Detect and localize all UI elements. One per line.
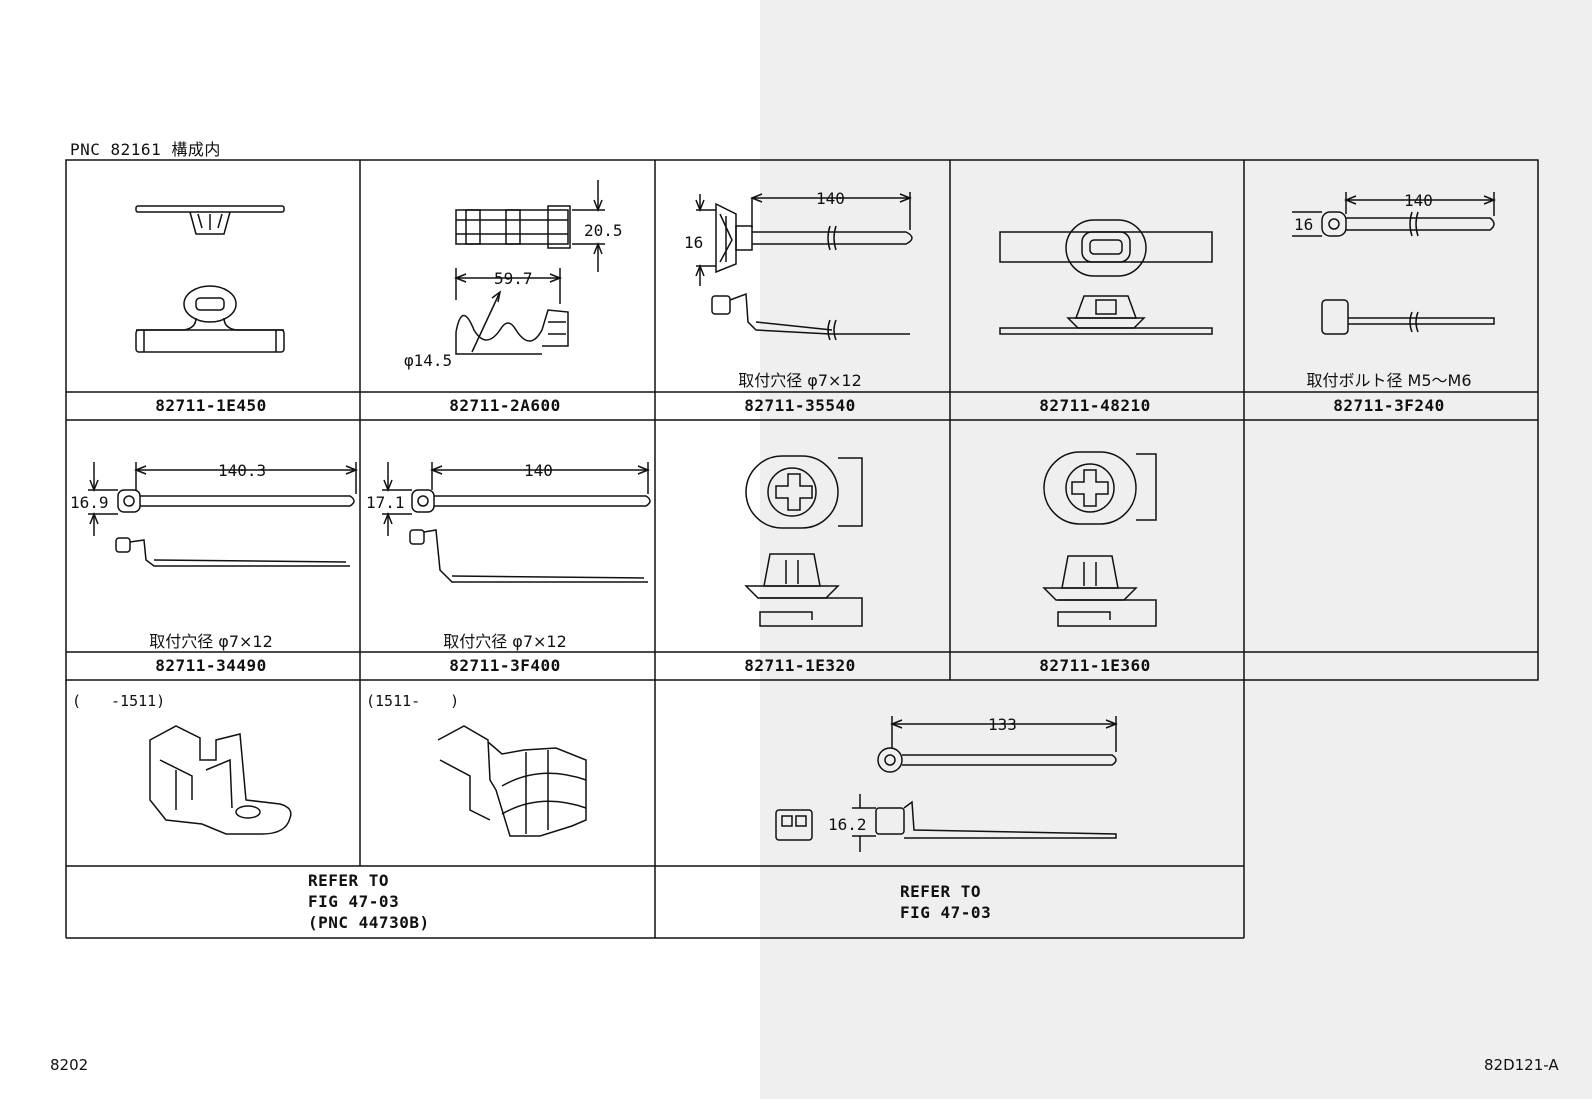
part-no-48210: 82711-48210 [1039,396,1151,415]
tie-3f400-drawing [382,462,651,583]
dim-16-35540: 16 [684,233,703,252]
part-no-35540: 82711-35540 [744,396,856,415]
dim-59-7: 59.7 [494,269,533,288]
dim-17-1-3f400: 17.1 [366,493,405,512]
part-no-1e450: 82711-1E450 [155,396,267,415]
clamp-2a600-drawing [453,180,605,355]
refer-left-line-2: FIG 47-03 [308,892,400,911]
clip-1e360-drawing [1042,451,1157,627]
dim-140-3-34490: 140.3 [218,461,266,480]
footer-figure-code: 82D121-A [1484,1056,1559,1074]
dim-140-3f400: 140 [524,461,553,480]
clip-1e320-drawing [744,455,863,627]
refer-left-line-3: (PNC 44730B) [308,913,430,932]
part-drawings [88,180,1497,852]
dim-16-2: 16.2 [828,815,867,834]
refer-right: REFER TO FIG 47-03 [900,881,991,923]
dim-140-35540: 140 [816,189,845,208]
page-background-right [760,0,1592,1099]
tie-35540-drawing [695,192,913,341]
note-3f400: 取付穴径 φ7×12 [443,632,567,651]
range-pre-1511: ( -1511) [72,692,166,710]
refer-left-line-1: REFER TO [308,871,390,890]
dim-20-5: 20.5 [584,221,623,240]
dim-16-9-34490: 16.9 [70,493,109,512]
part-no-1e320: 82711-1E320 [744,656,856,675]
page-background-left [0,0,760,1099]
note-35540: 取付穴径 φ7×12 [738,371,862,390]
refer-right-line-1: REFER TO [900,882,982,901]
dim-133: 133 [988,715,1017,734]
clip-48210-drawing [999,219,1213,335]
refer-right-line-2: FIG 47-03 [900,903,992,922]
part-no-3f240: 82711-3F240 [1333,396,1445,415]
tie-3f240-drawing [1292,192,1497,335]
clip-1e450-drawing [135,205,285,353]
part-no-2a600: 82711-2A600 [449,396,561,415]
note-3f240: 取付ボルト径 M5～M6 [1306,371,1472,390]
range-post-1511: (1511- ) [366,692,460,710]
part-no-34490: 82711-34490 [155,656,267,675]
clamp-pre-1511-drawing [149,725,292,835]
note-34490: 取付穴径 φ7×12 [149,632,273,651]
pnc-header: PNC 82161 構成内 [70,140,221,159]
tie-fig4703-drawing [775,716,1119,852]
tie-34490-drawing [88,462,359,567]
dim-phi-14-5: φ14.5 [404,351,452,370]
footer-page-code: 8202 [50,1056,89,1074]
part-no-3f400: 82711-3F400 [449,656,561,675]
refer-left: REFER TO FIG 47-03 (PNC 44730B) [308,870,430,933]
part-no-1e360: 82711-1E360 [1039,656,1151,675]
dim-140-3f240: 140 [1404,191,1433,210]
dim-16-3f240: 16 [1294,215,1313,234]
grid-lines [65,159,1539,939]
clamp-post-1511-drawing [437,725,587,837]
